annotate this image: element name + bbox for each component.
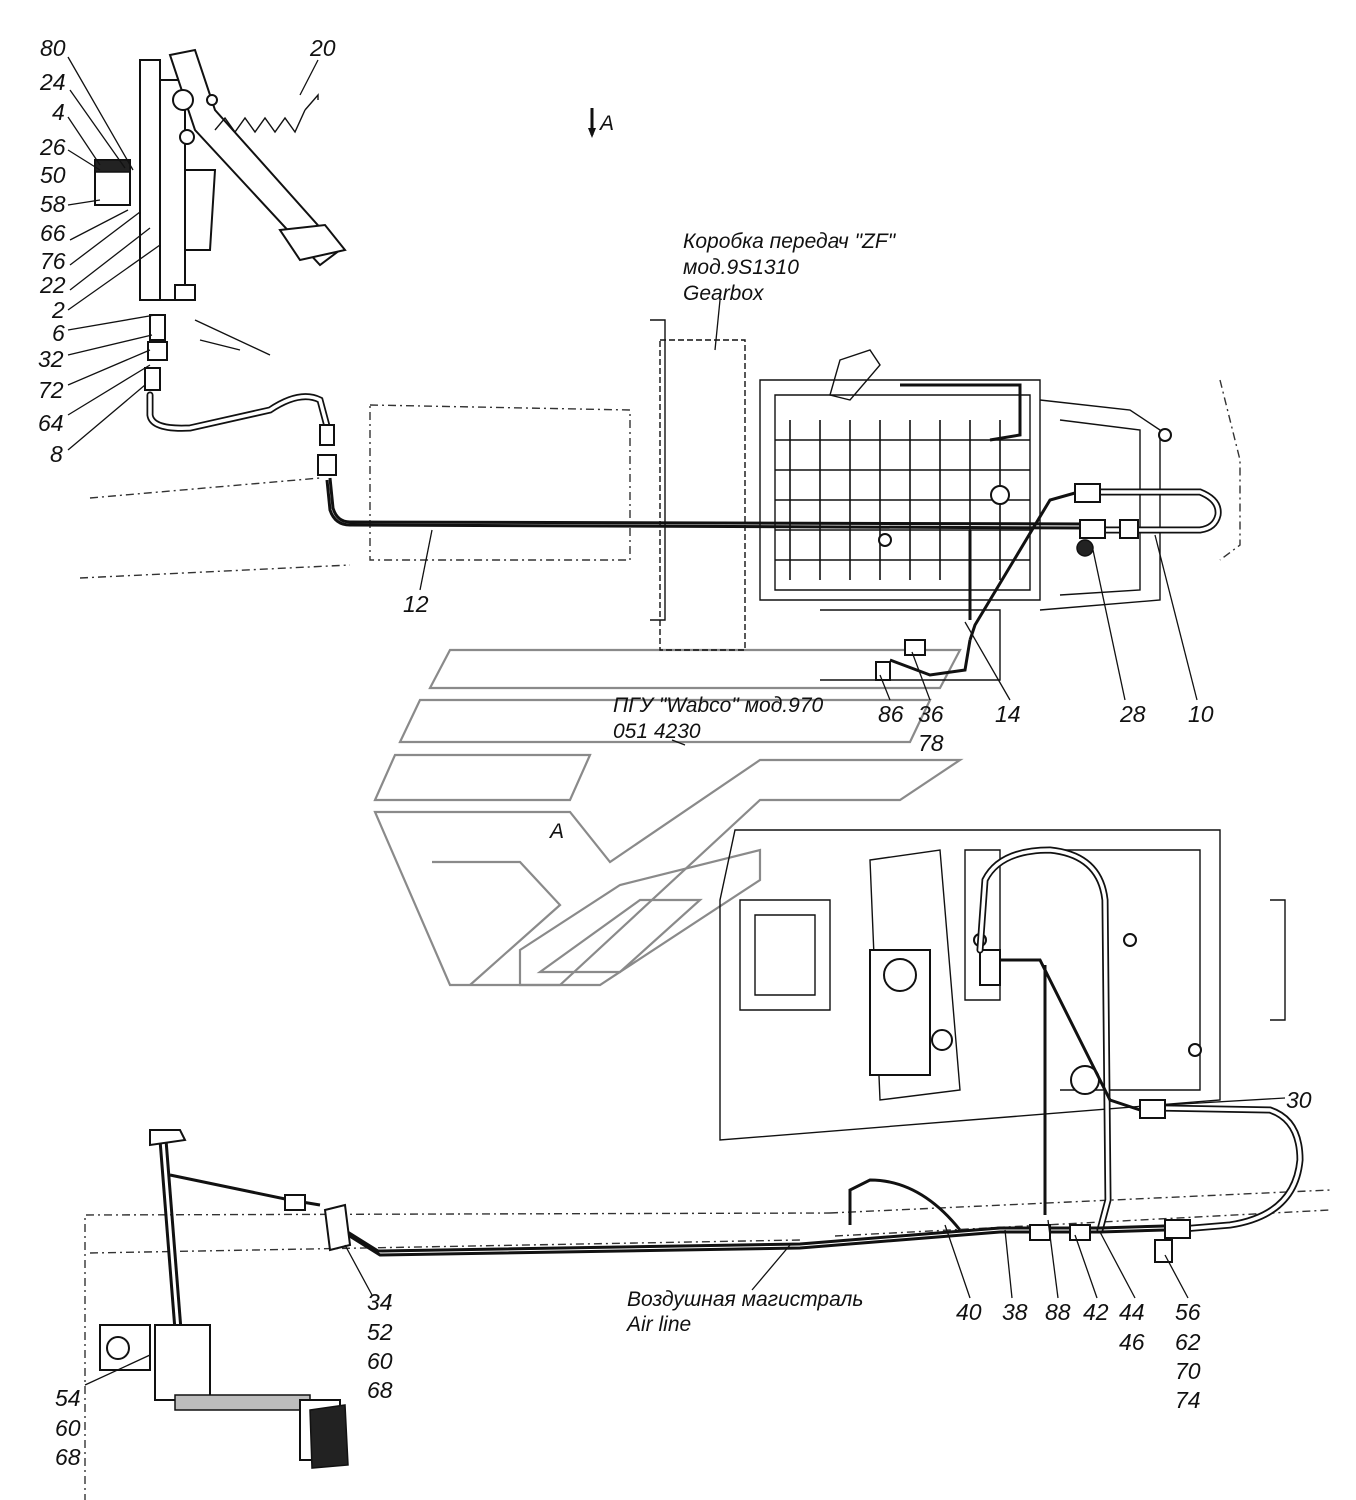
- callout-78: 78: [918, 730, 944, 756]
- upper-pedal-assembly: [94, 48, 347, 391]
- air-line-caption-en: Air line: [625, 1313, 691, 1336]
- callout-72: 72: [38, 377, 64, 403]
- callout-56: 56: [1175, 1299, 1201, 1325]
- callout-62: 62: [1175, 1329, 1201, 1355]
- callout-58: 58: [40, 191, 66, 217]
- callout-74: 74: [1175, 1387, 1201, 1413]
- gearbox-caption-en: Gearbox: [683, 282, 765, 305]
- callout-86: 86: [878, 701, 904, 727]
- pgu-caption-number: 051 4230: [613, 720, 701, 743]
- callout-54: 54: [55, 1385, 81, 1411]
- callout-6: 6: [52, 320, 65, 346]
- callout-14: 14: [995, 701, 1021, 727]
- gearbox-caption-model: мод.9S1310: [683, 256, 799, 279]
- callout-8: 8: [50, 441, 63, 467]
- callout-20: 20: [309, 35, 336, 61]
- view-mark-top: A: [598, 112, 614, 135]
- callout-76: 76: [40, 248, 66, 274]
- view-arrow-a: [588, 108, 596, 138]
- lower-pedal-assembly: [99, 1129, 352, 1469]
- pgu-caption-ru: ПГУ "Wabco" мод.970: [613, 694, 823, 717]
- leader-lines: [67, 56, 1286, 1386]
- callout-22: 22: [39, 272, 66, 298]
- callout-36: 36: [918, 701, 944, 727]
- view-mark-bottom: A: [548, 820, 564, 843]
- callout-30: 30: [1286, 1087, 1312, 1113]
- callout-labels: 80 24 4 26 50 58 66 76 22 2 6 32 72 64 8…: [38, 35, 1312, 1470]
- callout-12: 12: [403, 591, 429, 617]
- callout-40: 40: [956, 1299, 982, 1325]
- hose-10: [875, 483, 1222, 681]
- callout-46: 46: [1119, 1329, 1145, 1355]
- callout-34: 34: [367, 1289, 393, 1315]
- callout-24: 24: [39, 69, 66, 95]
- callout-10: 10: [1188, 701, 1214, 727]
- callout-38: 38: [1002, 1299, 1028, 1325]
- gearbox-lower: [719, 829, 1286, 1141]
- callout-26: 26: [39, 134, 66, 160]
- callout-70: 70: [1175, 1358, 1201, 1384]
- air-line-caption-ru: Воздушная магистраль: [627, 1288, 863, 1311]
- callout-68-lower: 68: [55, 1444, 81, 1470]
- callout-4: 4: [52, 99, 65, 125]
- callout-60-upper: 60: [367, 1348, 393, 1374]
- callout-60-lower: 60: [55, 1415, 81, 1441]
- callout-50: 50: [40, 162, 66, 188]
- callout-32: 32: [38, 346, 64, 372]
- callout-42: 42: [1083, 1299, 1109, 1325]
- callout-88: 88: [1045, 1299, 1071, 1325]
- callout-28: 28: [1119, 701, 1146, 727]
- callout-64: 64: [38, 410, 64, 436]
- gearbox-upper: [650, 319, 1172, 681]
- gearbox-caption-ru: Коробка передач "ZF": [683, 230, 897, 253]
- pipe-12: [146, 391, 1091, 530]
- callout-68-upper: 68: [367, 1377, 393, 1403]
- watermark-logo: [373, 648, 964, 987]
- lower-pipes: [337, 846, 1304, 1263]
- callout-2: 2: [51, 297, 65, 323]
- callout-52: 52: [367, 1319, 393, 1345]
- callout-66: 66: [40, 220, 66, 246]
- callout-44: 44: [1119, 1299, 1145, 1325]
- callout-80: 80: [40, 35, 66, 61]
- frame-outline: [79, 379, 1331, 1500]
